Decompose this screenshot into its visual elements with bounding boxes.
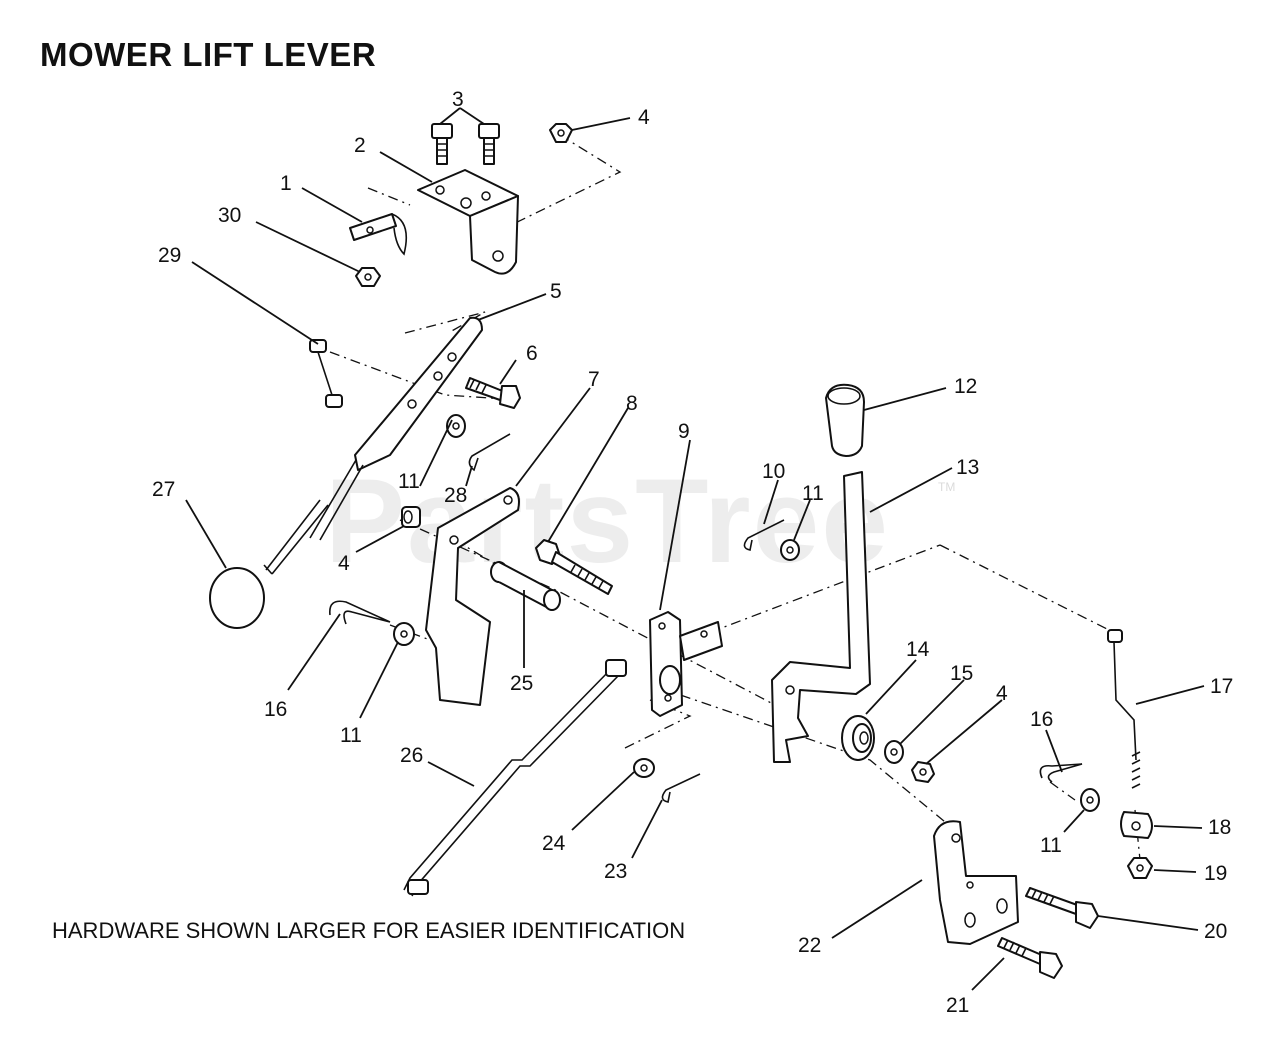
- callout-15: 15: [950, 662, 973, 685]
- callout-27: 27: [152, 478, 175, 501]
- callout-22: 22: [798, 934, 821, 957]
- cotter-pin-28: [468, 433, 511, 472]
- bolt-6: [465, 377, 521, 409]
- callout-5: 5: [550, 280, 562, 303]
- grip-27: [209, 567, 265, 629]
- handle-grip-12: [825, 383, 865, 457]
- callout-8: 8: [626, 392, 638, 415]
- callout-16-right: 16: [1030, 708, 1053, 731]
- callout-18: 18: [1208, 816, 1231, 839]
- bolt-3-left: [431, 123, 453, 165]
- bolt-8: [535, 539, 613, 595]
- callout-11-left: 11: [340, 724, 362, 747]
- callout-4-right: 4: [996, 682, 1008, 705]
- bracket-22: [933, 820, 1019, 945]
- lift-arm-5: [263, 316, 483, 575]
- callout-11-top: 11: [398, 470, 420, 493]
- callout-29: 29: [158, 244, 181, 267]
- cotter-pin-10: [743, 519, 785, 551]
- diagram-title: MOWER LIFT LEVER: [40, 36, 377, 73]
- nut-30: [355, 267, 381, 287]
- callout-24: 24: [542, 832, 566, 855]
- pedal-bracket-7: [425, 487, 520, 706]
- callout-21: 21: [946, 994, 969, 1017]
- bolt-20: [1025, 887, 1099, 929]
- trunnion-18: [1120, 811, 1153, 839]
- callout-25: 25: [510, 672, 533, 695]
- callout-7: 7: [588, 368, 600, 391]
- hairpin-16-right: [1039, 763, 1083, 783]
- lift-lever-13: [771, 471, 871, 763]
- callout-17: 17: [1210, 675, 1233, 698]
- callout-6: 6: [526, 342, 538, 365]
- callout-3: 3: [452, 88, 464, 111]
- callout-16-left: 16: [264, 698, 287, 721]
- pivot-plate-9: [649, 611, 723, 717]
- nut-19: [1127, 857, 1153, 879]
- callout-12: 12: [954, 375, 977, 398]
- bushing-14: [841, 715, 875, 761]
- callout-30: 30: [218, 204, 241, 227]
- callout-26: 26: [400, 744, 423, 767]
- leader-lines: [185, 107, 1205, 991]
- spacer-tube-25: [490, 561, 561, 611]
- callout-20: 20: [1204, 920, 1227, 943]
- callout-10: 10: [762, 460, 785, 483]
- hairpin-16-left: [329, 600, 391, 625]
- callout-14: 14: [906, 638, 930, 661]
- callout-9: 9: [678, 420, 690, 443]
- watermark-tm: TM: [938, 480, 956, 494]
- callout-4-top: 4: [638, 106, 650, 129]
- nut-4-left: [401, 506, 421, 528]
- nut-4-top: [549, 123, 573, 143]
- link-rod-29: [309, 339, 343, 408]
- callout-19: 19: [1204, 862, 1227, 885]
- callout-11-right: 11: [1040, 834, 1062, 857]
- callout-23: 23: [604, 860, 627, 883]
- callout-11-center: 11: [802, 482, 824, 505]
- lift-link-26: [403, 659, 627, 897]
- footnote: HARDWARE SHOWN LARGER FOR EASIER IDENTIF…: [52, 918, 686, 943]
- bolt-3-right: [478, 123, 500, 165]
- callout-13: 13: [956, 456, 979, 479]
- nut-4-right: [911, 761, 935, 783]
- callout-4-left: 4: [338, 552, 350, 575]
- bracket-2: [417, 169, 519, 275]
- callout-28: 28: [444, 484, 467, 507]
- callout-2: 2: [354, 134, 366, 157]
- bolt-21: [997, 937, 1063, 979]
- clip-1: [349, 213, 408, 256]
- adjustment-rod-17: [1107, 629, 1141, 789]
- callout-1: 1: [280, 172, 292, 195]
- cotter-pin-23: [661, 773, 701, 803]
- callout-numbers: 1 2 3 4 4 4 5 6 7 8 9 10 11 11 11 11 12 …: [152, 88, 1233, 1017]
